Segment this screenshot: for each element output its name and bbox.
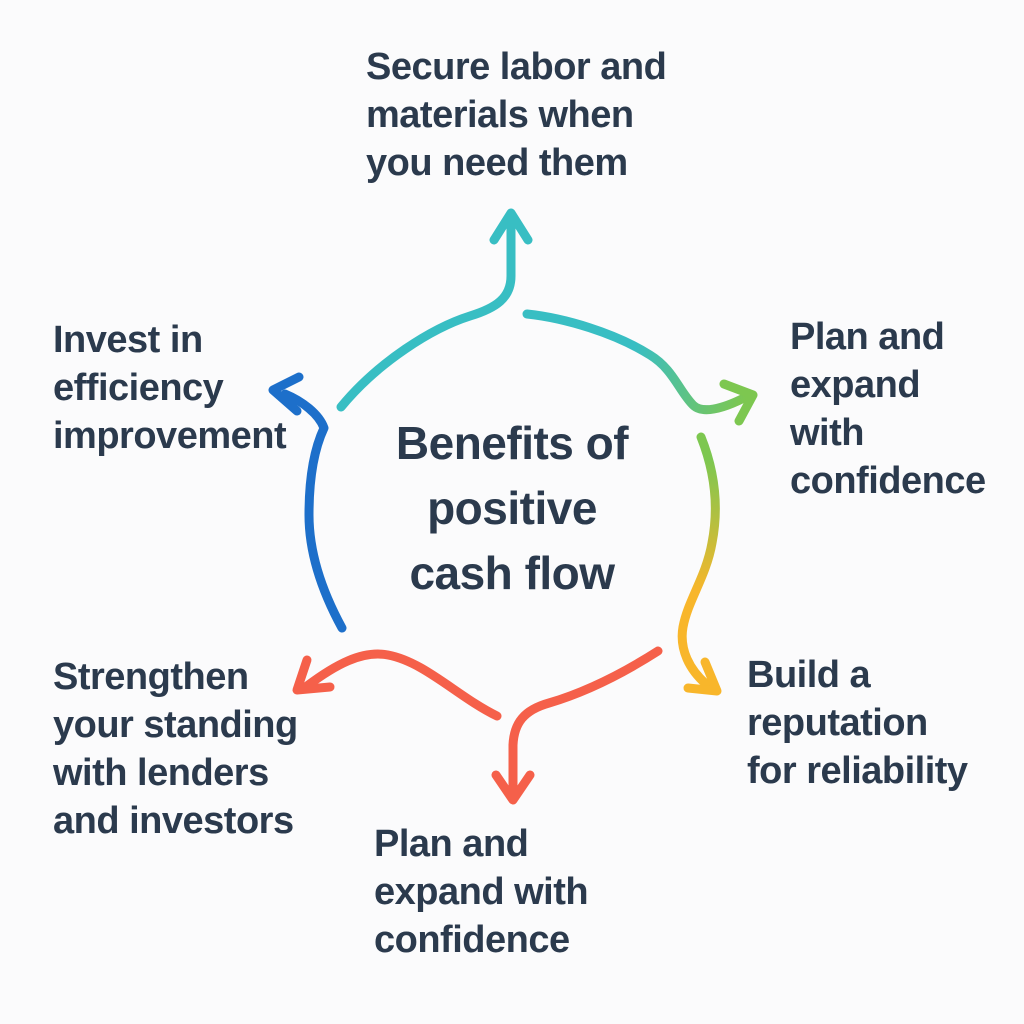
arrow-strengthen-standing (292, 649, 502, 721)
benefit-label-invest-efficiency: Invest in efficiency improvement (53, 319, 287, 457)
center-title: Benefits of positive cash flow (395, 417, 629, 599)
arrow-secure-labor (336, 208, 533, 412)
arrow-invest-efficiency (268, 372, 347, 633)
arrow-build-reputation (677, 432, 722, 696)
benefit-label-build-reputation: Build a reputation for reliability (747, 654, 968, 792)
benefit-label-plan-expand-right: Plan and expand with confidence (790, 316, 986, 502)
benefit-label-plan-expand-bottom: Plan and expand with confidence (374, 823, 589, 961)
arrow-plan-expand-right (522, 309, 758, 426)
benefit-label-strengthen-standing: Strengthen your standing with lenders an… (53, 656, 298, 842)
benefit-label-secure-labor: Secure labor and materials when you need… (366, 46, 667, 184)
arrow-plan-expand-bottom (491, 646, 663, 805)
